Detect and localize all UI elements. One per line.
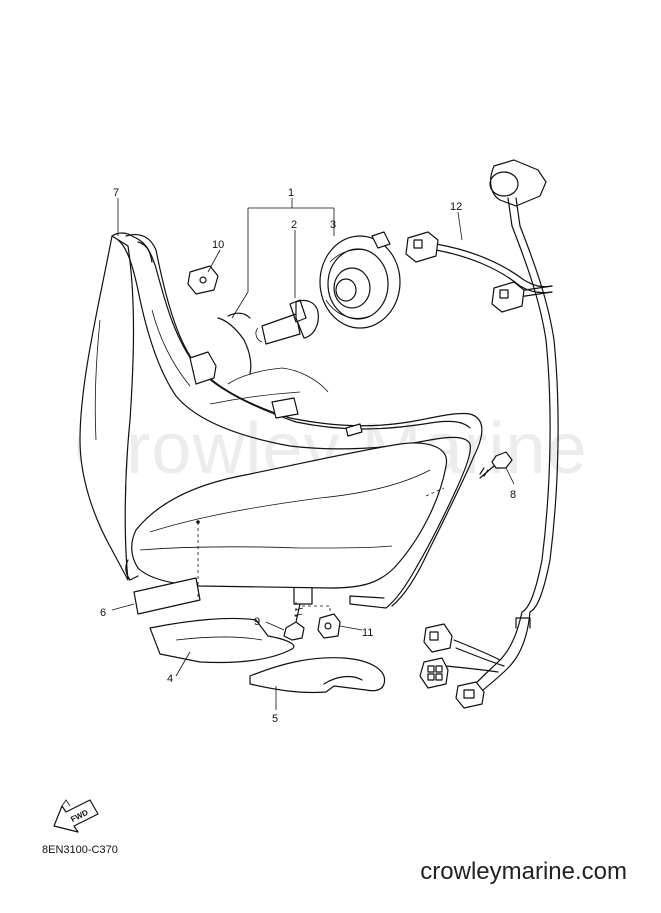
callout-2: 2 <box>291 219 297 231</box>
callout-9: 9 <box>254 616 260 628</box>
callout-4: 4 <box>167 673 173 685</box>
callout-1: 1 <box>288 187 294 199</box>
wire-harness[interactable] <box>405 159 559 709</box>
screw-part-9[interactable] <box>283 603 305 641</box>
reflector-edge <box>217 317 252 375</box>
dust-cover[interactable] <box>319 231 401 329</box>
callout-10: 10 <box>212 239 224 251</box>
callout-7: 7 <box>113 187 119 199</box>
reflector-top <box>227 312 251 319</box>
cover-plate-part-6[interactable] <box>133 577 201 615</box>
cover-plate-part-4[interactable] <box>149 617 295 664</box>
callout-3: 3 <box>330 219 336 231</box>
mounting-bracket[interactable] <box>189 351 363 437</box>
cover-plate-part-5[interactable] <box>249 657 386 694</box>
clip-nut-part-11[interactable] <box>302 605 341 639</box>
fwd-arrow-icon: FWD <box>53 799 99 833</box>
callout-8: 8 <box>510 489 516 501</box>
diagram-code: 8EN3100-C370 <box>42 844 118 856</box>
callout-6: 6 <box>100 607 106 619</box>
headlight-lower-body[interactable] <box>131 442 448 605</box>
leader-lines <box>111 198 515 710</box>
website-link[interactable]: crowleymarine.com <box>420 858 627 885</box>
callout-12: 12 <box>450 201 462 213</box>
headlight-bulb[interactable] <box>255 299 319 345</box>
nut-part-10[interactable] <box>187 265 219 295</box>
callout-11: 11 <box>362 627 373 639</box>
callout-5: 5 <box>272 713 278 725</box>
screw-part-8[interactable] <box>479 451 513 479</box>
